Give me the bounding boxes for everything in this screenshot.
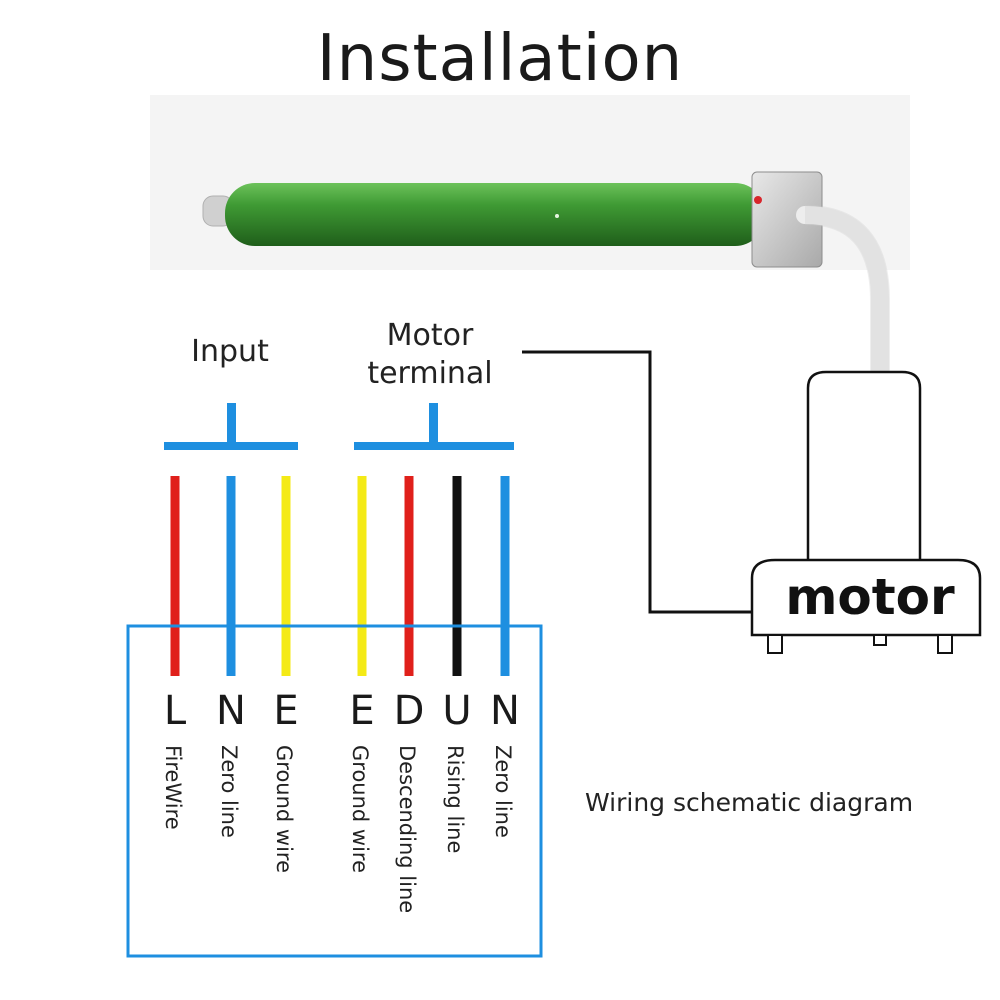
tube-dot (555, 214, 559, 218)
terminal-letter: L (163, 688, 187, 734)
terminal-letter: E (273, 688, 299, 734)
motor-terminal-label-line1: Motor (386, 318, 474, 353)
wire-l-0 (170, 476, 180, 676)
input-label: Input (191, 334, 269, 369)
terminal-description: Ground wire (348, 745, 372, 874)
terminal-letter: N (490, 688, 520, 734)
tubular-motor (202, 171, 890, 384)
terminal-letter: E (349, 688, 375, 734)
terminal-description: Ground wire (272, 745, 296, 874)
motor-icon-pin-right (937, 634, 953, 654)
wire-u-5 (452, 476, 462, 676)
terminal-letter: N (216, 688, 246, 734)
terminal-description: Zero line (217, 745, 241, 838)
terminal-box (126, 624, 543, 958)
input-bracket (164, 403, 298, 450)
terminal-letter: U (442, 688, 472, 734)
wire-group (170, 476, 510, 676)
motor-icon (750, 370, 982, 654)
wire-d-4 (404, 476, 414, 676)
motor-icon-pin-middle (873, 634, 887, 646)
motor-icon-pin-left (767, 634, 783, 654)
wire-n-6 (500, 476, 510, 676)
motor-cable-outline (804, 205, 890, 375)
wire-e-2 (281, 476, 291, 676)
page-title: Installation (316, 22, 684, 96)
terminal-description: Descending line (395, 745, 419, 914)
red-indicator (754, 196, 762, 204)
input-bracket-bar (164, 442, 298, 450)
motor-icon-label: motor (785, 568, 955, 626)
motor-terminal-label: Motor terminal (345, 317, 515, 393)
wire-n-1 (226, 476, 236, 676)
terminal-bracket-bar (354, 442, 514, 450)
motor-connection-line (522, 350, 752, 614)
motor-terminal-label-line2: terminal (367, 356, 493, 391)
motor-icon-base (750, 558, 982, 637)
diagram-caption: Wiring schematic diagram (585, 788, 914, 817)
wire-e-3 (357, 476, 367, 676)
motor-terminal-bracket (354, 403, 514, 450)
motor-cable (796, 206, 889, 384)
input-bracket-stem (227, 403, 236, 445)
terminal-description: Zero line (491, 745, 515, 838)
motor-tube (225, 183, 765, 246)
terminal-letter: D (393, 688, 425, 734)
motor-icon-body (806, 370, 922, 560)
terminal-description: Rising line (443, 745, 467, 854)
terminal-bracket-stem (429, 403, 438, 445)
terminal-description: FireWire (161, 745, 185, 830)
